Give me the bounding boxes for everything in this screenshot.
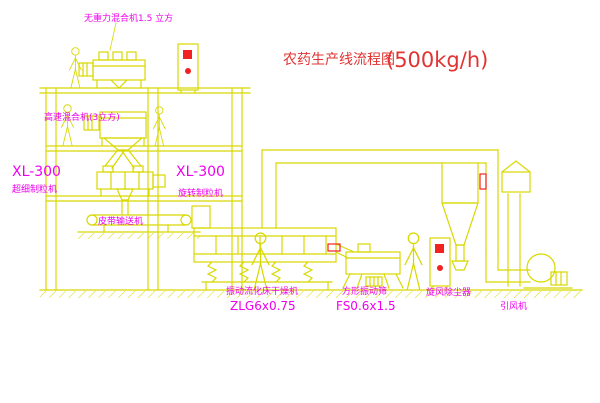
label-screen-name: 方形振动筛 <box>342 285 387 297</box>
cabinet-button-icon <box>185 68 191 74</box>
control-cabinet-2 <box>429 237 451 291</box>
label-top-mixer: 无重力混合机1.5 立方 <box>84 12 173 24</box>
label-belt-conveyor: 皮带输送机 <box>98 215 143 227</box>
label-screen-model: FS0.6x1.5 <box>336 299 396 313</box>
ground-line <box>39 289 583 298</box>
worker-5 <box>404 232 423 291</box>
belt-conveyor <box>77 214 201 239</box>
label-dryer-name: 振动流化床干燥机 <box>226 285 298 297</box>
cabinet-button-icon <box>437 265 443 271</box>
worker-2 <box>61 104 74 146</box>
fluid-bed-dryer <box>191 205 355 291</box>
label-cyclone: 旋风除尘器 <box>426 286 471 298</box>
building-frame <box>39 87 251 291</box>
worker-3 <box>153 106 166 147</box>
exhaust-duct <box>261 149 499 254</box>
label-granulator-left-name: 超细制粒机 <box>12 183 57 195</box>
label-high-speed-mixer: 高速混合机(3立方) <box>44 111 120 123</box>
red-marker-a <box>327 243 341 252</box>
label-granulator-left-model: XL-300 <box>12 164 61 180</box>
label-granulator-right-name: 旋转制粒机 <box>178 187 223 199</box>
y-chute <box>104 150 142 169</box>
label-fan: 引风机 <box>500 300 527 312</box>
control-cabinet-1 <box>177 43 199 94</box>
diagram-title: 农药生产线流程图 <box>283 52 395 68</box>
high-speed-mixer <box>83 111 147 151</box>
induced-draft-fan <box>485 252 573 289</box>
label-dryer-model: ZLG6x0.75 <box>230 299 296 313</box>
diagram-title-capacity: (500kg/h) <box>386 48 488 72</box>
label-granulator-right-model: XL-300 <box>176 164 225 180</box>
cabinet-indicator-icon <box>435 244 444 253</box>
red-marker-b <box>479 173 487 190</box>
gravity-mixer <box>78 22 146 89</box>
vibrating-screen <box>342 243 404 289</box>
granulator <box>96 165 166 215</box>
cyclone-separator <box>441 162 479 271</box>
exhaust-stack <box>501 160 531 287</box>
cabinet-indicator-icon <box>183 50 192 59</box>
